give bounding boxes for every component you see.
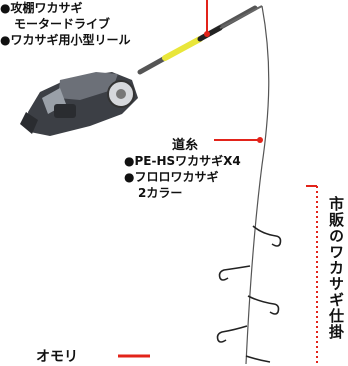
fishing-line (245, 5, 270, 364)
line-item: ●PE-HSワカサギX4 (124, 153, 241, 169)
product-item: ●攻棚ワカサギ (0, 0, 131, 16)
hooks (216, 225, 282, 363)
reel-icon (20, 72, 138, 136)
bullet: ● (0, 33, 11, 47)
bullet: ● (124, 170, 135, 184)
product-name-line2: モータードライブ (14, 17, 111, 31)
product-item: ●ワカサギ用小型リール (0, 32, 131, 48)
line-pointer-dot (257, 137, 263, 143)
line-name: フロロワカサギ (134, 170, 219, 184)
product-list: ●攻棚ワカサギ モータードライブ ●ワカサギ用小型リール (0, 0, 131, 48)
line-list: ●PE-HSワカサギX4 ●フロロワカサギ 2カラー (124, 153, 241, 201)
bullet: ● (124, 154, 135, 168)
rig-label: 市販のワカサギ仕掛 (327, 196, 345, 340)
product-name: ワカサギ用小型リール (10, 33, 131, 47)
line-name: PE-HSワカサギX4 (134, 154, 241, 168)
line-section-title: 道糸 (172, 138, 199, 153)
product-name: 攻棚ワカサギ (10, 1, 83, 15)
bullet: ● (0, 1, 11, 15)
weight-label: オモリ (36, 349, 78, 365)
fishing-rod (137, 5, 263, 75)
line-item: ●フロロワカサギ (124, 169, 241, 185)
line-name-line2: 2カラー (138, 186, 183, 200)
